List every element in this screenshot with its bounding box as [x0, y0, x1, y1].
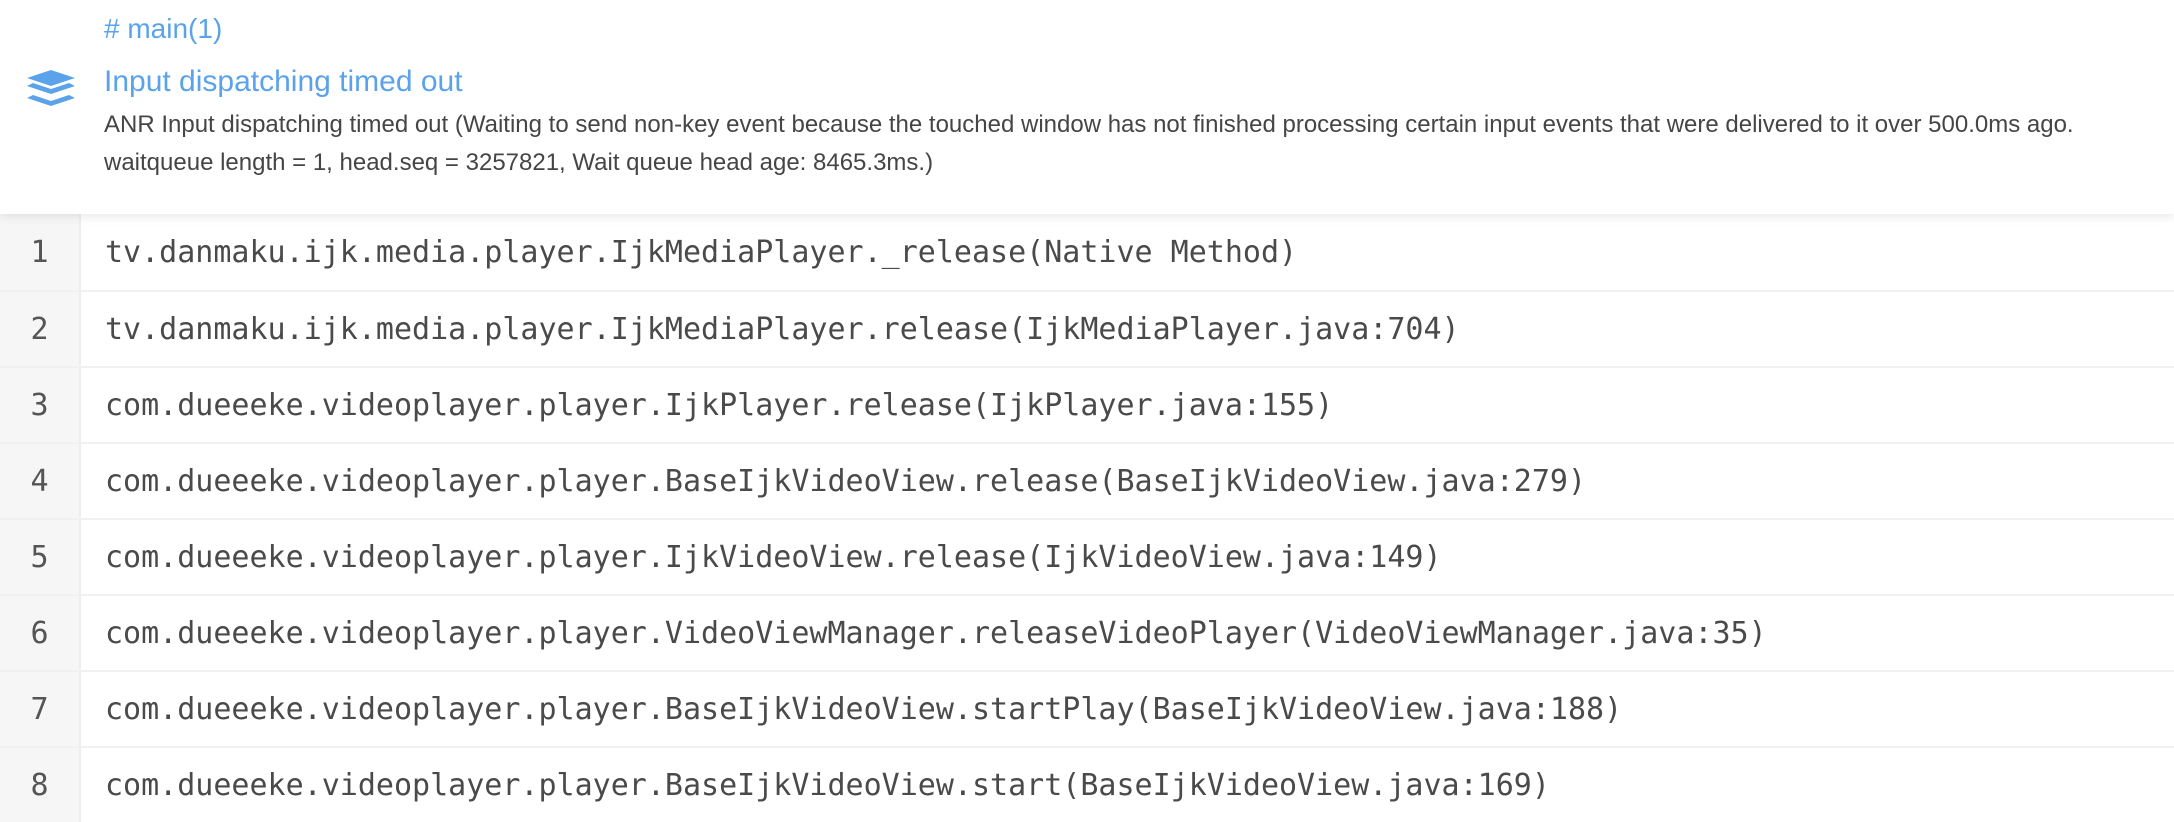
line-number: 7 [0, 672, 81, 746]
stack-row: 4 com.dueeeke.videoplayer.player.BaseIjk… [0, 442, 2174, 518]
stack-frame: com.dueeeke.videoplayer.player.BaseIjkVi… [81, 444, 2174, 518]
stack-frame: com.dueeeke.videoplayer.player.IjkVideoV… [81, 520, 2174, 594]
thread-name: # main(1) [104, 13, 223, 44]
layers-icon [27, 70, 75, 116]
stack-row: 8 com.dueeeke.videoplayer.player.BaseIjk… [0, 746, 2174, 822]
stack-row: 3 com.dueeeke.videoplayer.player.IjkPlay… [0, 366, 2174, 442]
line-number: 6 [0, 596, 81, 670]
error-description: ANR Input dispatching timed out (Waiting… [104, 111, 2074, 176]
error-title: Input dispatching timed out [104, 65, 463, 98]
line-number: 8 [0, 748, 81, 822]
line-number: 5 [0, 520, 81, 594]
stack-frame: com.dueeeke.videoplayer.player.IjkPlayer… [81, 368, 2174, 442]
stack-row: 2 tv.danmaku.ijk.media.player.IjkMediaPl… [0, 290, 2174, 366]
line-number: 4 [0, 444, 81, 518]
stack-frame: tv.danmaku.ijk.media.player.IjkMediaPlay… [81, 214, 2174, 290]
line-number: 3 [0, 368, 81, 442]
line-number: 2 [0, 292, 81, 366]
stack-trace: 1 tv.danmaku.ijk.media.player.IjkMediaPl… [0, 214, 2174, 822]
stack-frame: com.dueeeke.videoplayer.player.BaseIjkVi… [81, 672, 2174, 746]
stack-frame: com.dueeeke.videoplayer.player.BaseIjkVi… [81, 748, 2174, 822]
line-number: 1 [0, 214, 81, 290]
stack-frame: tv.danmaku.ijk.media.player.IjkMediaPlay… [81, 292, 2174, 366]
stack-row: 7 com.dueeeke.videoplayer.player.BaseIjk… [0, 670, 2174, 746]
stack-row: 5 com.dueeeke.videoplayer.player.IjkVide… [0, 518, 2174, 594]
stack-row: 1 tv.danmaku.ijk.media.player.IjkMediaPl… [0, 214, 2174, 290]
stack-row: 6 com.dueeeke.videoplayer.player.VideoVi… [0, 594, 2174, 670]
crash-header: # main(1) Input dispatching timed out AN… [0, 0, 2174, 214]
stack-frame: com.dueeeke.videoplayer.player.VideoView… [81, 596, 2174, 670]
